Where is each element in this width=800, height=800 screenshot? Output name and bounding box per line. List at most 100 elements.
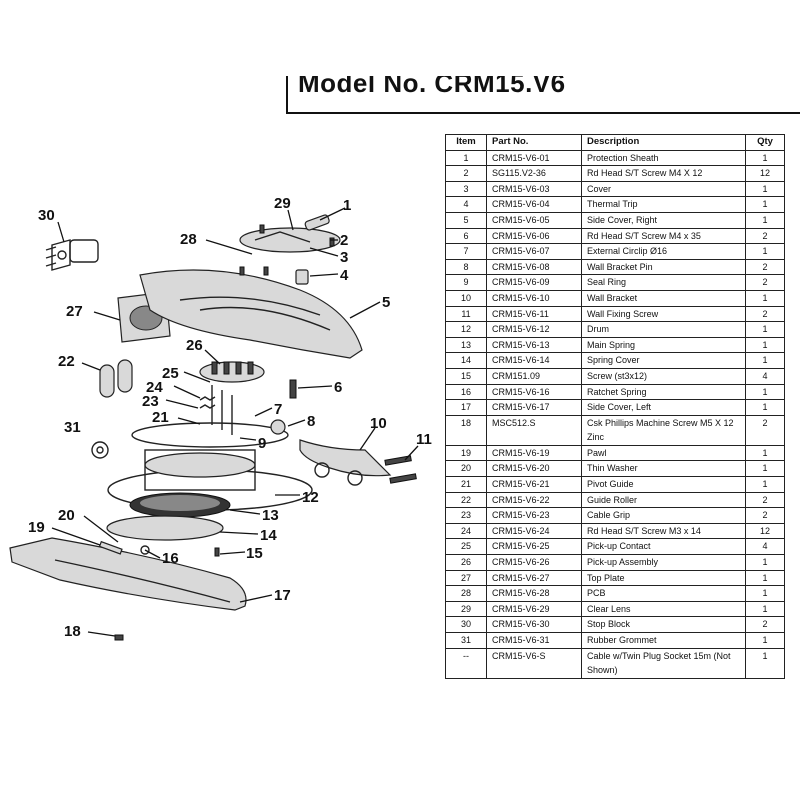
cell-item: 9	[445, 274, 487, 291]
cell-item: 28	[445, 585, 487, 602]
cell-qty: 2	[745, 491, 785, 509]
cell-description: Clear Lens	[581, 600, 746, 618]
cell-item: 2	[445, 165, 487, 182]
callout-1: 1	[343, 197, 351, 214]
callout-22: 22	[58, 353, 75, 370]
cell-part-no: CRM15-V6-S	[486, 647, 582, 679]
callout-28: 28	[180, 231, 197, 248]
cell-qty: 1	[745, 289, 785, 307]
cell-qty: 1	[745, 243, 785, 260]
cell-description: Cable Grip	[581, 507, 746, 524]
callout-26: 26	[186, 337, 203, 354]
cell-qty: 1	[745, 383, 785, 401]
cell-part-no: CRM15-V6-25	[486, 538, 582, 556]
cell-item: 21	[445, 476, 487, 493]
cell-description: Seal Ring	[581, 274, 746, 291]
callout-15: 15	[246, 545, 263, 562]
cell-description: Wall Bracket	[581, 289, 746, 307]
cell-description: Side Cover, Right	[581, 211, 746, 229]
cell-part-no: CRM15-V6-09	[486, 274, 582, 291]
cover-part	[239, 227, 341, 253]
cell-description: PCB	[581, 585, 746, 602]
cell-item: 12	[445, 321, 487, 338]
callout-8: 8	[307, 413, 315, 430]
col-part-no-header: Part No.	[486, 134, 582, 151]
callout-10: 10	[370, 415, 387, 432]
callout-5: 5	[382, 294, 390, 311]
cell-qty: 12	[745, 522, 785, 540]
callout-6: 6	[334, 379, 342, 396]
cell-item: 22	[445, 491, 487, 509]
cell-description: Wall Fixing Screw	[581, 305, 746, 323]
cell-part-no: CRM15-V6-06	[486, 227, 582, 245]
cell-part-no: CRM15-V6-04	[486, 196, 582, 213]
cell-item: 3	[445, 180, 487, 198]
cell-description: Pivot Guide	[581, 476, 746, 493]
spring-cover-part	[106, 515, 224, 541]
rubber-grommet-part	[91, 441, 109, 459]
side-cover-right-part	[139, 269, 363, 359]
pickup-contact-part	[199, 385, 233, 435]
cell-description: Side Cover, Left	[581, 399, 746, 416]
cell-qty: 2	[745, 274, 785, 291]
cell-item: 29	[445, 600, 487, 618]
cell-description: Screw (st3x12)	[581, 367, 746, 385]
cell-item: 7	[445, 243, 487, 260]
cell-description: Pick-up Assembly	[581, 554, 746, 571]
cell-part-no: CRM15-V6-17	[486, 399, 582, 416]
cell-qty: 2	[745, 305, 785, 323]
cell-description: Thin Washer	[581, 460, 746, 478]
cell-item: 26	[445, 554, 487, 571]
table-header-row: Item Part No. Description Qty	[445, 134, 785, 151]
col-item-header: Item	[445, 134, 487, 151]
cell-part-no: CRM15-V6-01	[486, 149, 582, 167]
cell-qty: 1	[745, 600, 785, 618]
cell-part-no: CRM15-V6-03	[486, 180, 582, 198]
cell-description: Rd Head S/T Screw M3 x 14	[581, 522, 746, 540]
cell-part-no: CRM15-V6-27	[486, 569, 582, 587]
cell-qty: 1	[745, 149, 785, 167]
callout-29: 29	[274, 195, 291, 212]
callout-20: 20	[58, 507, 75, 524]
cell-item: 14	[445, 352, 487, 369]
cell-qty: 1	[745, 321, 785, 338]
cell-part-no: CRM15-V6-10	[486, 289, 582, 307]
cell-qty: 1	[745, 569, 785, 587]
cell-item: 27	[445, 569, 487, 587]
guide-roller-part	[99, 359, 133, 398]
cell-part-no: CRM15-V6-28	[486, 585, 582, 602]
cell-part-no: CRM15-V6-11	[486, 305, 582, 323]
callout-9: 9	[258, 435, 266, 452]
cell-part-no: CRM15-V6-21	[486, 476, 582, 493]
cell-qty: 2	[745, 414, 785, 446]
cell-item: 16	[445, 383, 487, 401]
cell-qty: 1	[745, 336, 785, 354]
model-title: Model No. CRM15.V6	[298, 76, 566, 98]
cell-part-no: CRM15-V6-29	[486, 600, 582, 618]
callout-30: 30	[38, 207, 55, 224]
stop-block-part	[45, 239, 99, 271]
callout-7: 7	[274, 401, 282, 418]
callout-31: 31	[64, 419, 81, 436]
cell-part-no: CRM15-V6-05	[486, 211, 582, 229]
cell-description: Csk Phillips Machine Screw M5 X 12 Zinc	[581, 414, 746, 446]
callout-11: 11	[416, 431, 432, 448]
cell-qty: 2	[745, 258, 785, 276]
cell-item: 17	[445, 399, 487, 416]
cell-description: Stop Block	[581, 616, 746, 633]
cell-description: Main Spring	[581, 336, 746, 354]
cell-part-no: CRM15-V6-08	[486, 258, 582, 276]
cell-qty: 1	[745, 399, 785, 416]
